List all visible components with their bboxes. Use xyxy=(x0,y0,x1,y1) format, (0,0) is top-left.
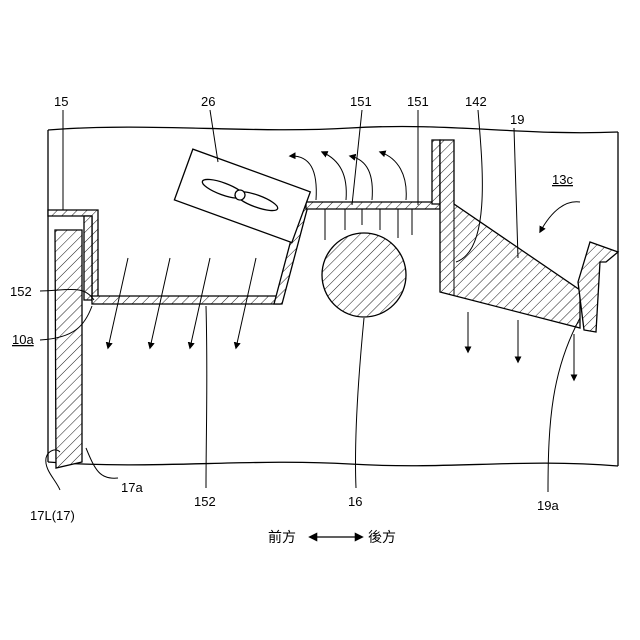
label-17L: 17L(17) xyxy=(30,508,75,523)
label-142: 142 xyxy=(465,94,487,109)
label-152-left: 152 xyxy=(10,284,32,299)
duct-left-vertical-outer xyxy=(84,216,92,300)
duct-bottom-plate xyxy=(92,296,280,304)
vertical-wall xyxy=(432,140,440,204)
label-19: 19 xyxy=(510,112,524,127)
component-16 xyxy=(322,233,406,317)
label-15: 15 xyxy=(54,94,68,109)
label-10a: 10a xyxy=(12,332,34,347)
label-19a: 19a xyxy=(537,498,559,513)
label-151-left: 151 xyxy=(350,94,372,109)
fan-26 xyxy=(174,149,310,242)
outline-top xyxy=(48,126,618,132)
label-17a: 17a xyxy=(121,480,143,495)
outline-bottom xyxy=(48,462,618,466)
label-13c: 13c xyxy=(552,172,573,187)
part-19a-tab xyxy=(578,242,618,332)
direction-rear: 後方 xyxy=(368,530,396,546)
direction-front: 前方 xyxy=(268,529,296,546)
part-19 xyxy=(440,140,580,328)
left-wall-17L xyxy=(55,230,82,468)
label-151-right: 151 xyxy=(407,94,429,109)
label-16: 16 xyxy=(348,494,362,509)
label-152-bottom: 152 xyxy=(194,494,216,509)
upper-plate-151 xyxy=(306,202,440,209)
label-26: 26 xyxy=(201,94,215,109)
